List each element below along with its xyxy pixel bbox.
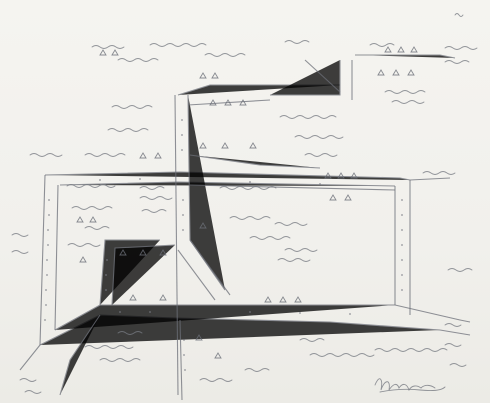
tree-symbols (76, 46, 418, 359)
road-markers (44, 119, 403, 371)
signature (374, 378, 446, 393)
road-outline (19, 54, 471, 401)
handwritten-annotations (11, 13, 478, 394)
